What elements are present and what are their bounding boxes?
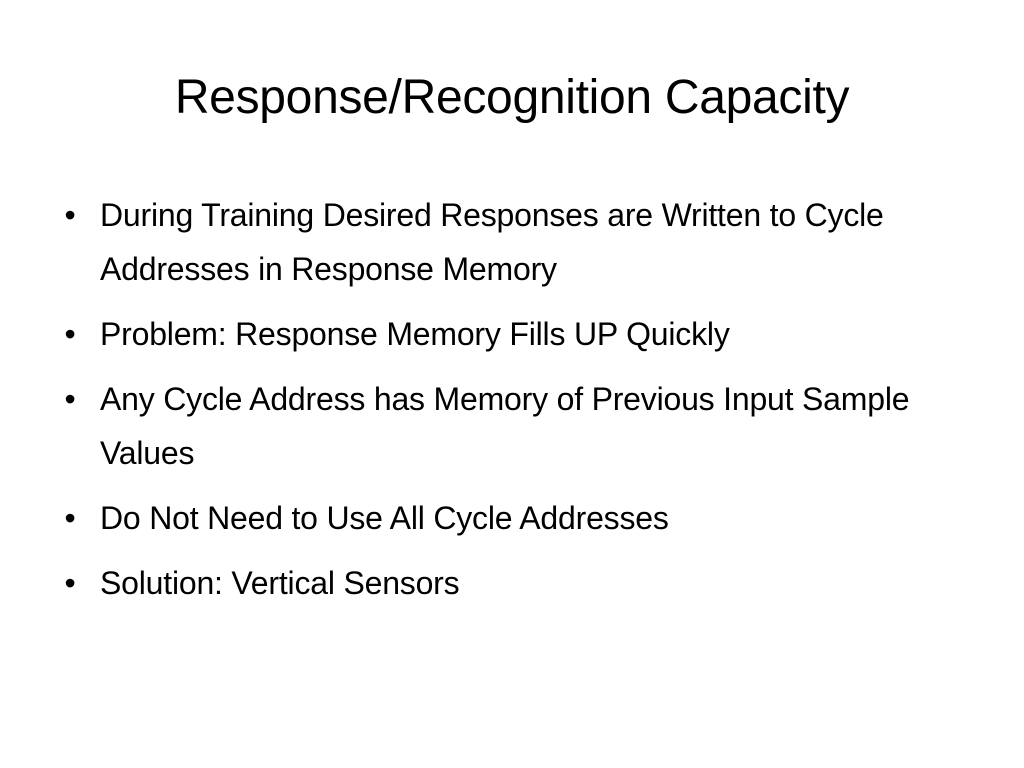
bullet-item: • Solution: Vertical Sensors (58, 556, 978, 610)
bullet-item: • Any Cycle Address has Memory of Previo… (58, 372, 978, 480)
bullet-list: • During Training Desired Responses are … (58, 188, 978, 621)
bullet-marker: • (64, 316, 76, 352)
bullet-text: Do Not Need to Use All Cycle Addresses (100, 500, 669, 536)
bullet-text: During Training Desired Responses are Wr… (100, 197, 884, 287)
bullet-marker: • (64, 197, 76, 233)
bullet-marker: • (64, 565, 76, 601)
bullet-text: Solution: Vertical Sensors (100, 565, 460, 601)
bullet-text: Problem: Response Memory Fills UP Quickl… (100, 316, 730, 352)
bullet-text: Any Cycle Address has Memory of Previous… (100, 381, 910, 471)
bullet-marker: • (64, 381, 76, 417)
bullet-item: • During Training Desired Responses are … (58, 188, 978, 296)
bullet-item: • Do Not Need to Use All Cycle Addresses (58, 491, 978, 545)
bullet-marker: • (64, 500, 76, 536)
slide-title: Response/Recognition Capacity (174, 71, 850, 124)
bullet-item: • Problem: Response Memory Fills UP Quic… (58, 307, 978, 361)
